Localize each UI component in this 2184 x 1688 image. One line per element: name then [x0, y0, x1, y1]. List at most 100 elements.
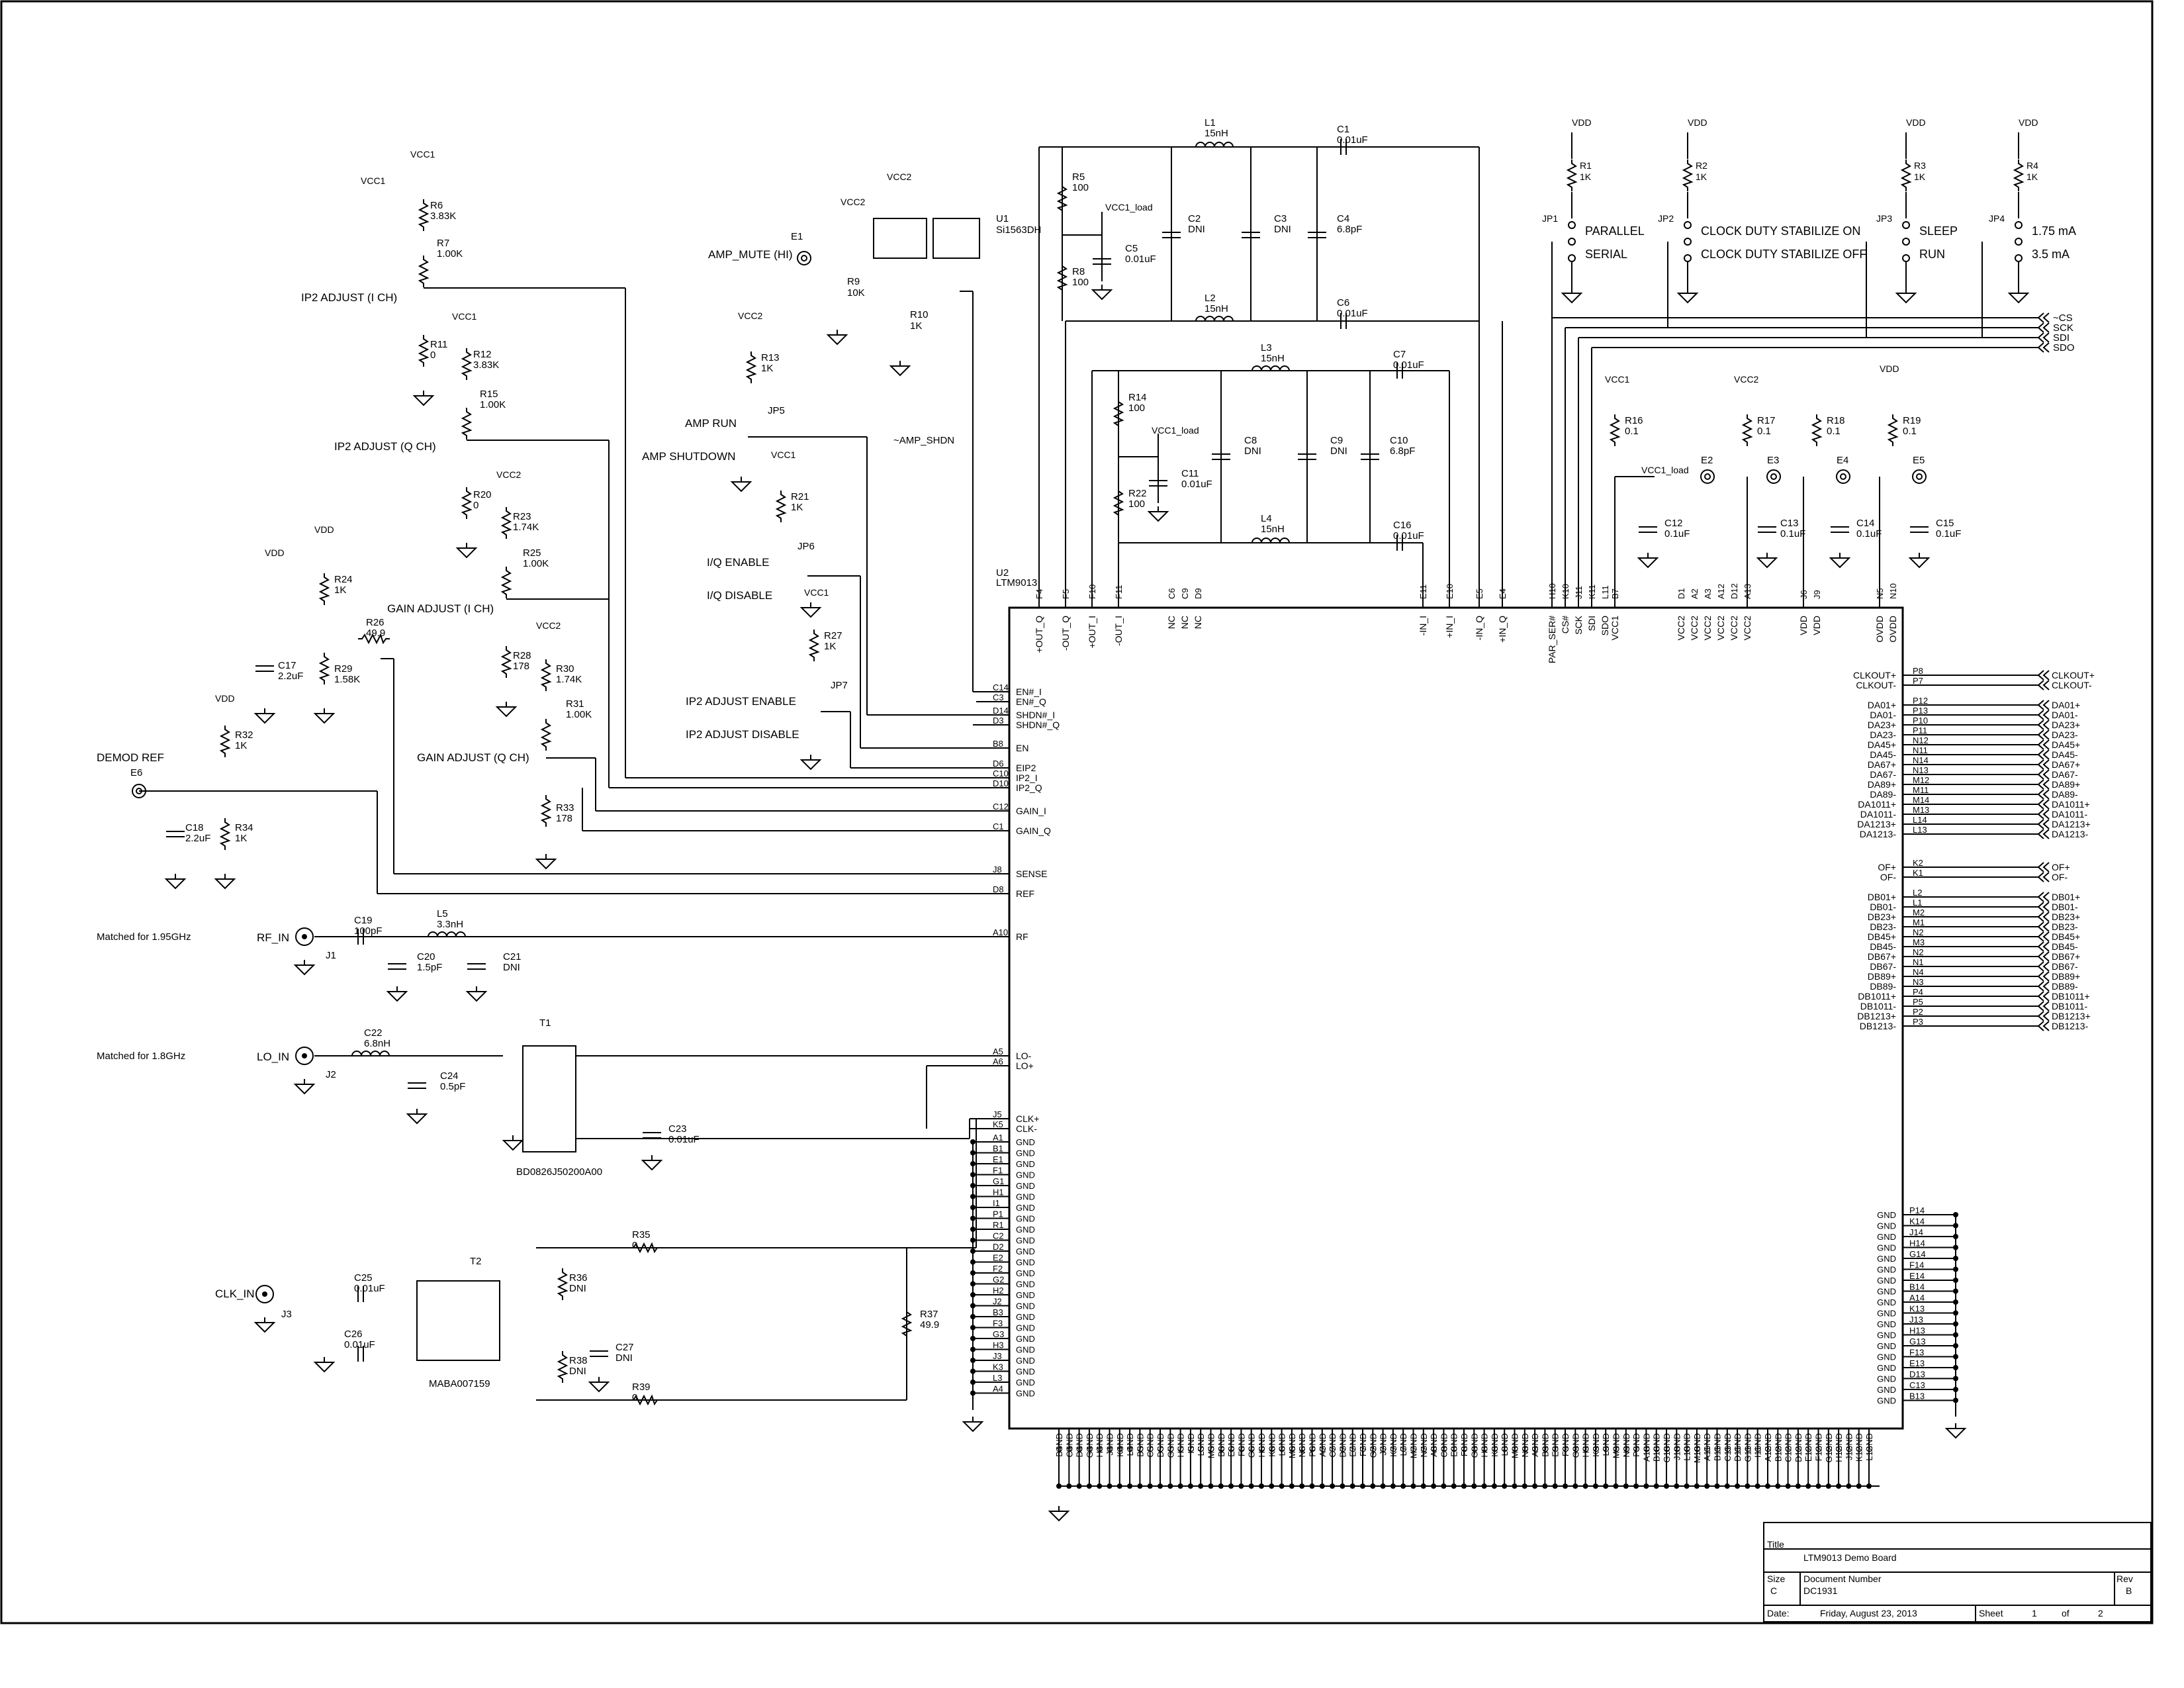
r23-ref: R23: [513, 511, 531, 522]
c7-value: 0.01uF: [1393, 359, 1424, 371]
ground-symbol: [295, 1078, 314, 1094]
junction-dot: [1613, 1483, 1619, 1489]
r7-ref: R7: [437, 238, 449, 249]
junction-dot: [1735, 1483, 1741, 1489]
output-port-arrow: [2038, 1021, 2050, 1031]
u2-pin-number: B8: [993, 739, 1003, 749]
r12-resistor: [462, 348, 471, 381]
junction-dot: [1360, 1483, 1365, 1489]
jumper-pin: [1684, 221, 1692, 229]
jumper-pullup-resistor: [1683, 159, 1692, 192]
size-label: Size: [1767, 1573, 1785, 1584]
junction-dot: [970, 1183, 976, 1188]
c5-ref: C5: [1125, 243, 1138, 254]
ground-symbol: [642, 1154, 662, 1170]
r6-resistor: [419, 199, 428, 232]
r8-resistor: [1058, 261, 1067, 295]
output-port-label: DB1011+: [2052, 991, 2090, 1002]
junction-dot: [970, 1161, 976, 1166]
r8-ref: R8: [1072, 266, 1085, 277]
u2-pin-name: DA67-: [1870, 769, 1896, 780]
u2-pin-name: OVDD: [1888, 616, 1898, 642]
r36-ref: R36: [569, 1272, 588, 1284]
u2-gnd-pin-number: I1: [993, 1198, 1000, 1208]
u2-gnd-pin-number: F6: [1236, 1446, 1246, 1456]
l4-inductor: [1251, 538, 1290, 543]
u2-pin-number: F4: [1034, 589, 1044, 599]
c1-value: 0.01uF: [1337, 134, 1368, 146]
c4-ref: C4: [1337, 213, 1349, 224]
u2-gnd-pin-name: GND: [1429, 1433, 1439, 1452]
output-port-label: DB45-: [2052, 941, 2078, 952]
u2-gnd-pin-name: GND: [1864, 1433, 1874, 1452]
r31-resistor: [541, 718, 551, 751]
u2-gnd-pin-name: GND: [1064, 1433, 1074, 1452]
r35-ref: R35: [632, 1229, 651, 1241]
u2-gnd-pin-number: M5: [1206, 1446, 1216, 1458]
u2-gnd-pin-name: GND: [1016, 1181, 1035, 1191]
u2-gnd-pin-number: D2: [993, 1242, 1004, 1252]
r14-resistor: [1114, 397, 1123, 430]
junction-dot: [1765, 1483, 1770, 1489]
c19-ref: C19: [354, 915, 373, 926]
serial-port-label: ~CS: [2053, 312, 2073, 324]
u2-gnd-pin-number: C13: [1909, 1380, 1925, 1390]
output-port-arrow: [2038, 729, 2050, 740]
ground-symbol: [295, 959, 314, 975]
u2-pin-number: J6: [1799, 590, 1809, 599]
junction-dot: [970, 1368, 976, 1374]
u2-gnd-pin-number: P1: [993, 1209, 1003, 1219]
u2-gnd-pin-number: K13: [1909, 1304, 1925, 1314]
sheet-label: Sheet: [1979, 1608, 2003, 1618]
c10-ref: C10: [1390, 435, 1408, 446]
junction-dot: [1714, 1483, 1720, 1489]
c15-capacitor: [1909, 526, 1929, 533]
l3-inductor: [1251, 365, 1290, 371]
ip2-enable-label: IP2 ADJUST ENABLE: [686, 695, 796, 708]
junction-dot: [1724, 1483, 1730, 1489]
ip2-adjust-q-label: IP2 ADJUST (Q CH): [334, 440, 436, 453]
date-value: Friday, August 23, 2013: [1820, 1608, 1917, 1618]
junction-dot: [1400, 1483, 1406, 1489]
junction-dot: [1856, 1483, 1862, 1489]
l3-ref: L3: [1261, 342, 1272, 353]
junction-dot: [1582, 1483, 1588, 1489]
serial-port-label: SCK: [2053, 322, 2073, 334]
output-port-label: DA67-: [2052, 769, 2078, 780]
u2-gnd-pin-name: GND: [1877, 1385, 1896, 1395]
e5-ref: E5: [1913, 455, 1925, 466]
u2-gnd-pin-name: GND: [1016, 1290, 1035, 1300]
u2-gnd-pin-name: GND: [1165, 1433, 1175, 1452]
u2-gnd-pin-name: GND: [1016, 1334, 1035, 1344]
c21-ref: C21: [503, 951, 522, 962]
u2-gnd-pin-name: GND: [1338, 1433, 1347, 1452]
c9-value: DNI: [1330, 445, 1347, 457]
junction-dot: [1953, 1387, 1958, 1392]
jumper-option-b: SERIAL: [1585, 248, 1627, 261]
u2-gnd-pin-name: GND: [1196, 1433, 1206, 1452]
u2-gnd-pin-number: G3: [993, 1329, 1004, 1339]
u2-pin-name: +OUT_I: [1087, 616, 1097, 648]
junction-dot: [1289, 1483, 1295, 1489]
u2-pin-number: N13: [1913, 765, 1929, 775]
junction-dot: [1491, 1483, 1497, 1489]
output-port-label: DB45+: [2052, 931, 2080, 942]
output-port-label: DB1213+: [2052, 1011, 2091, 1021]
u2-pin-name: CLKOUT+: [1853, 670, 1896, 680]
r5-resistor: [1058, 182, 1067, 215]
ground-symbol: [1092, 284, 1112, 300]
c24-value: 0.5pF: [440, 1081, 465, 1092]
e4-ref: E4: [1837, 455, 1848, 466]
junction-dot: [1086, 1483, 1092, 1489]
u2-pin-number: H10: [1547, 583, 1557, 599]
t2-part: MABA007159: [429, 1378, 490, 1389]
output-port-arrow: [2038, 931, 2050, 942]
junction-dot: [1228, 1483, 1234, 1489]
output-port-arrow: [2038, 809, 2050, 820]
u2-gnd-pin-number: E7: [1348, 1446, 1358, 1457]
t2-transformer-body: [416, 1280, 500, 1361]
u2-pin-name: +IN_I: [1444, 616, 1455, 638]
r7-value: 1.00K: [437, 248, 463, 259]
jumper-pullup-value: 1K: [1580, 171, 1592, 182]
